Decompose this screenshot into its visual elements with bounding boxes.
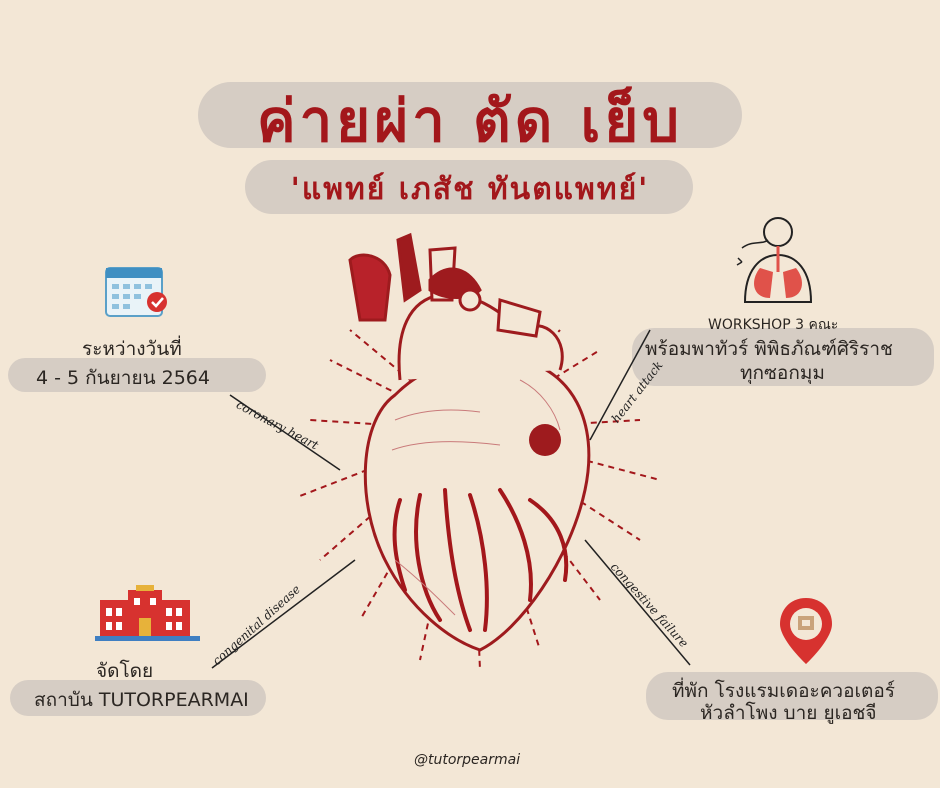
workshop-heading: WORKSHOP 3 คณะ — [708, 317, 839, 333]
page-subtitle: 'แพทย์ เภสัช ทันตแพทย์' — [290, 172, 650, 207]
connector-lines — [211, 329, 691, 669]
organizer-pill — [10, 680, 266, 716]
workshop-tour: พร้อมพาทัวร์ พิพิธภัณฑ์ศิริราช — [645, 338, 893, 360]
organizer-label: จัดโดย — [96, 660, 154, 682]
date-pill — [8, 358, 266, 392]
accommodation-pill — [646, 672, 938, 720]
page-title: ค่ายผ่า ตัด เย็บ — [256, 87, 684, 155]
footer-handle: @tutorpearmai — [414, 752, 521, 768]
accommodation-hotel: ที่พัก โรงแรมเดอะควอเตอร์ — [672, 680, 895, 702]
date-value: 4 - 5 กันยายน 2564 — [36, 367, 210, 389]
subtitle-pill — [245, 160, 693, 214]
heart-shading — [391, 379, 561, 616]
date-label: ระหว่างวันที่ — [82, 338, 182, 360]
organizer-name: สถาบัน TUTORPEARMAI — [34, 689, 249, 711]
coronary-vessels — [392, 488, 569, 632]
title-pill — [198, 82, 742, 148]
workshop-pill — [632, 328, 934, 386]
accommodation-location: หัวลำโพง บาย ยูเอชจี — [700, 702, 877, 724]
workshop-detail: ทุกซอกมุม — [740, 362, 825, 384]
